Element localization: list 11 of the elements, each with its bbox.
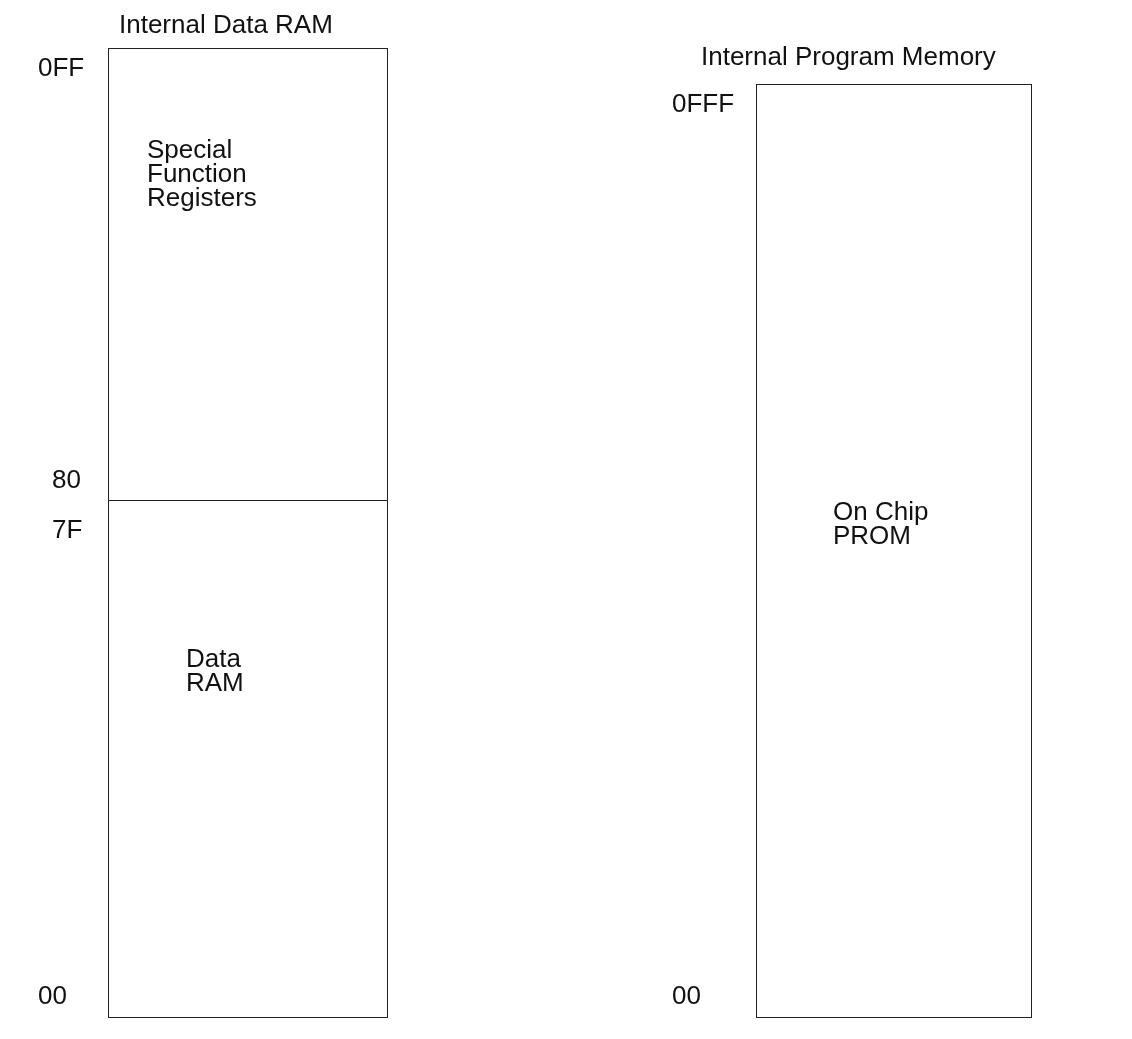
column-heading: Internal Program Memory [701, 41, 996, 72]
address-label: 0FFF [672, 88, 735, 119]
memory-region: Data RAM [109, 500, 387, 1017]
address-label: 00 [38, 980, 67, 1011]
address-label: 80 [52, 464, 81, 495]
memory-region: Special Function Registers [109, 49, 387, 501]
address-label: 7F [52, 514, 83, 545]
region-label: On Chip PROM [833, 499, 930, 547]
address-label: 0FF [38, 52, 85, 83]
column-heading: Internal Data RAM [119, 9, 333, 40]
address-label: 00 [672, 980, 701, 1011]
